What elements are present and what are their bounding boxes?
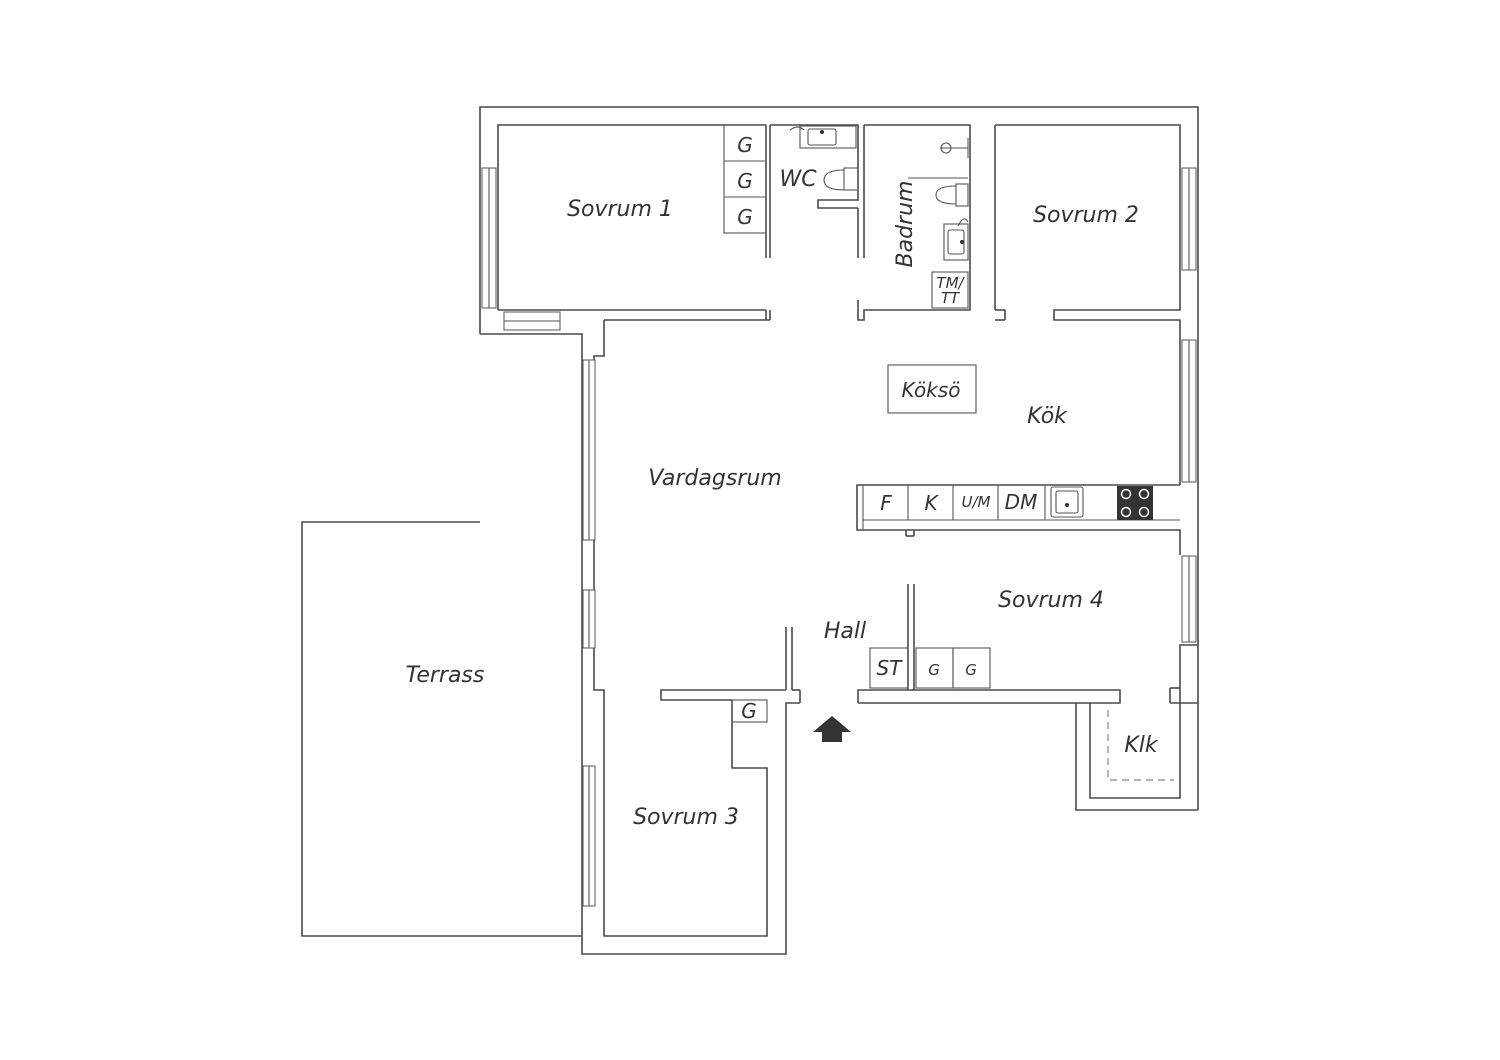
outer-walls: [479, 106, 1199, 955]
wardrobe-label: G: [737, 169, 753, 193]
wardrobe-label: G: [737, 205, 753, 229]
tm-tt-label: TT: [941, 289, 961, 307]
room-label-sovrum3: Sovrum 3: [633, 805, 739, 830]
room-label-wc: WC: [779, 167, 817, 192]
room-label-badrum: Badrum: [893, 181, 918, 268]
sink-icon: [943, 218, 969, 261]
wardrobe-group-sovrum1: G G G: [723, 124, 767, 234]
fridge-label: F: [880, 491, 892, 515]
room-label-hall: Hall: [824, 619, 866, 644]
wardrobe-label: G: [928, 661, 940, 679]
wardrobe-sovrum3: G: [731, 699, 768, 723]
dishwasher-label: DM: [1005, 490, 1038, 514]
room-label-vardagsrum: Vardagsrum: [648, 466, 781, 491]
storage-label: ST: [877, 656, 904, 680]
wardrobe-label: G: [737, 133, 753, 157]
room-label-sovrum4: Sovrum 4: [998, 588, 1104, 613]
wardrobe-label: G: [741, 699, 757, 723]
washer-dryer: TM/ TT: [931, 271, 969, 309]
room-label-sovrum2: Sovrum 2: [1033, 203, 1139, 228]
room-label-koksö: Köksö: [902, 378, 961, 402]
hall-storage: ST G G: [869, 647, 991, 689]
hob-icon: [1117, 486, 1153, 520]
tm-tt-label: TM/: [936, 274, 965, 292]
freezer-label: K: [924, 491, 939, 515]
toilet-icon: [935, 183, 969, 207]
toilet-icon: [823, 167, 859, 191]
kitchen-island: [887, 364, 977, 414]
oven-micro-label: U/M: [962, 493, 991, 511]
sink-icon: [789, 125, 857, 149]
terrace-outline: [301, 521, 582, 937]
room-label-terrass: Terrass: [406, 663, 485, 688]
windows: [481, 167, 1197, 907]
kitchen-counter: F K U/M DM: [862, 485, 1180, 530]
closet-dashed-outline: [1107, 710, 1174, 781]
wardrobe-label: G: [965, 661, 977, 679]
room-label-sovrum1: Sovrum 1: [567, 197, 673, 222]
sink-icon: [1050, 486, 1084, 518]
shower-icon: [908, 138, 969, 179]
entrance-arrow-icon: [813, 716, 851, 742]
room-label-kok: Kök: [1027, 404, 1068, 429]
room-label-klk: Klk: [1124, 733, 1159, 758]
